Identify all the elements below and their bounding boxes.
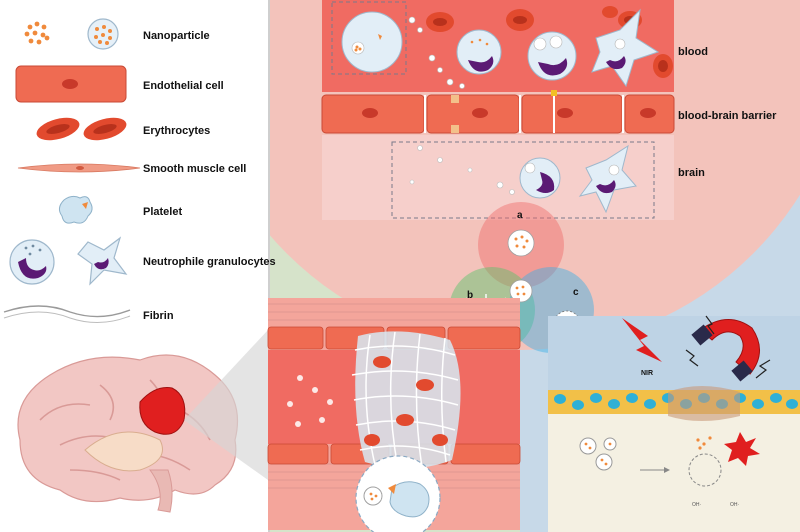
legend-nanoparticle-label: Nanoparticle (143, 30, 210, 42)
magnet-sparks (685, 315, 771, 379)
blood-neutrophil-2 (527, 31, 577, 81)
nanoparticle-icon (24, 21, 50, 45)
clot (351, 331, 461, 469)
endothelial-cell-icon (15, 65, 127, 103)
oh-label-1: OH· (692, 502, 702, 508)
legend-smooth-muscle-label: Smooth muscle cell (143, 163, 246, 175)
nir-magnetic-panel: NIR (548, 315, 800, 532)
legend-erythrocytes-label: Erythrocytes (143, 125, 210, 137)
neutrophil-star-icon (77, 236, 128, 286)
brain-neutrophil-2 (578, 144, 637, 214)
legend-fibrin-label: Fibrin (143, 310, 174, 322)
legend-neutrophil-label: Neutrophile granulocytes (143, 256, 276, 268)
nir-bolt (622, 318, 662, 362)
tissue-layer (548, 412, 800, 532)
blood-neutrophil-3 (591, 8, 660, 88)
brain-label: brain (678, 167, 705, 179)
blood-neutrophil-1 (456, 29, 502, 75)
blood-label: blood (678, 46, 708, 58)
venn-label-a: a (517, 210, 523, 221)
encapsulated-nanoparticle-icon (87, 18, 119, 50)
legend-platelet-label: Platelet (143, 206, 182, 218)
bbb-label: blood-brain barrier (678, 110, 777, 122)
burst-icon (724, 432, 760, 466)
neutrophil-round-icon (9, 239, 55, 285)
magnet-icon (691, 319, 760, 382)
venn-label-c: c (573, 287, 579, 298)
bbb-panel: blood blood-brain barrier brain (321, 0, 777, 220)
legend-endothelial-label: Endothelial cell (143, 80, 224, 92)
left-divider (268, 0, 270, 532)
brain-neutrophil-1 (519, 157, 561, 199)
oh-label-2: OH· (730, 502, 740, 508)
fibrin-icon (3, 305, 131, 323)
cell-monolayer (548, 386, 800, 421)
legend: Nanoparticle Endothelial cell Erythrocyt… (3, 18, 276, 323)
platelet-icon (58, 195, 93, 224)
smooth-muscle-cell-icon (17, 163, 141, 173)
nir-nanoparticles (579, 432, 760, 487)
brain-inset-box (391, 141, 655, 219)
erythrocyte-icon (36, 117, 127, 141)
nir-label: NIR (641, 370, 653, 377)
zoom-wedge (184, 330, 268, 480)
venn-label-b: b (467, 290, 473, 301)
thrombus-panel (267, 298, 521, 532)
inset-box (331, 1, 407, 75)
clot-inset (355, 455, 441, 532)
bbb-bubbles (408, 16, 515, 195)
brain-illustration (17, 330, 268, 513)
bbb-endothelial-row (321, 90, 675, 134)
